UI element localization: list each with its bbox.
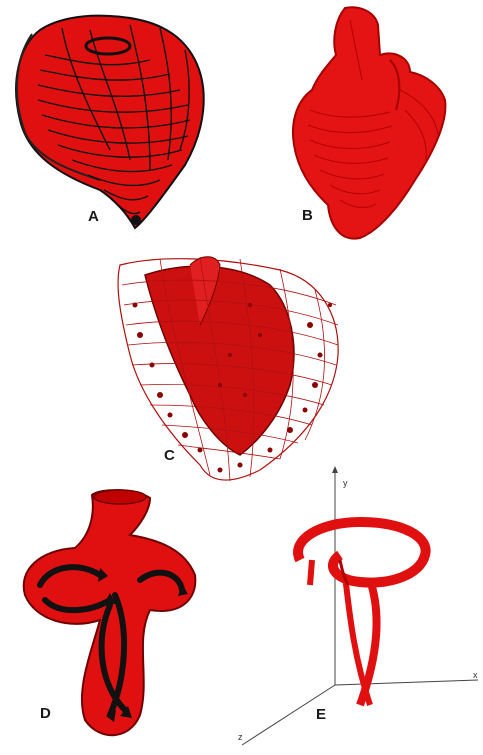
- panel-e: y x z E: [230, 460, 483, 755]
- x-axis-label: x: [473, 670, 478, 680]
- panel-a-label: A: [88, 208, 99, 225]
- panel-a: A: [0, 0, 230, 245]
- panel-c: C: [100, 245, 360, 490]
- panel-c-heart: [100, 245, 360, 490]
- y-axis-label: y: [343, 478, 348, 488]
- x-axis: [335, 680, 478, 685]
- panel-d-label: D: [40, 705, 51, 722]
- panel-b: B: [250, 0, 483, 245]
- panel-d: D: [0, 480, 230, 755]
- panel-c-label: C: [164, 447, 175, 464]
- panel-b-heart: [250, 0, 483, 245]
- panel-e-label: E: [316, 706, 326, 723]
- z-axis-label: z: [238, 732, 243, 742]
- panel-b-label: B: [302, 207, 313, 224]
- panel-a-heart: [0, 0, 230, 245]
- panel-d-band: [0, 480, 230, 755]
- panel-e-axes: [230, 460, 483, 755]
